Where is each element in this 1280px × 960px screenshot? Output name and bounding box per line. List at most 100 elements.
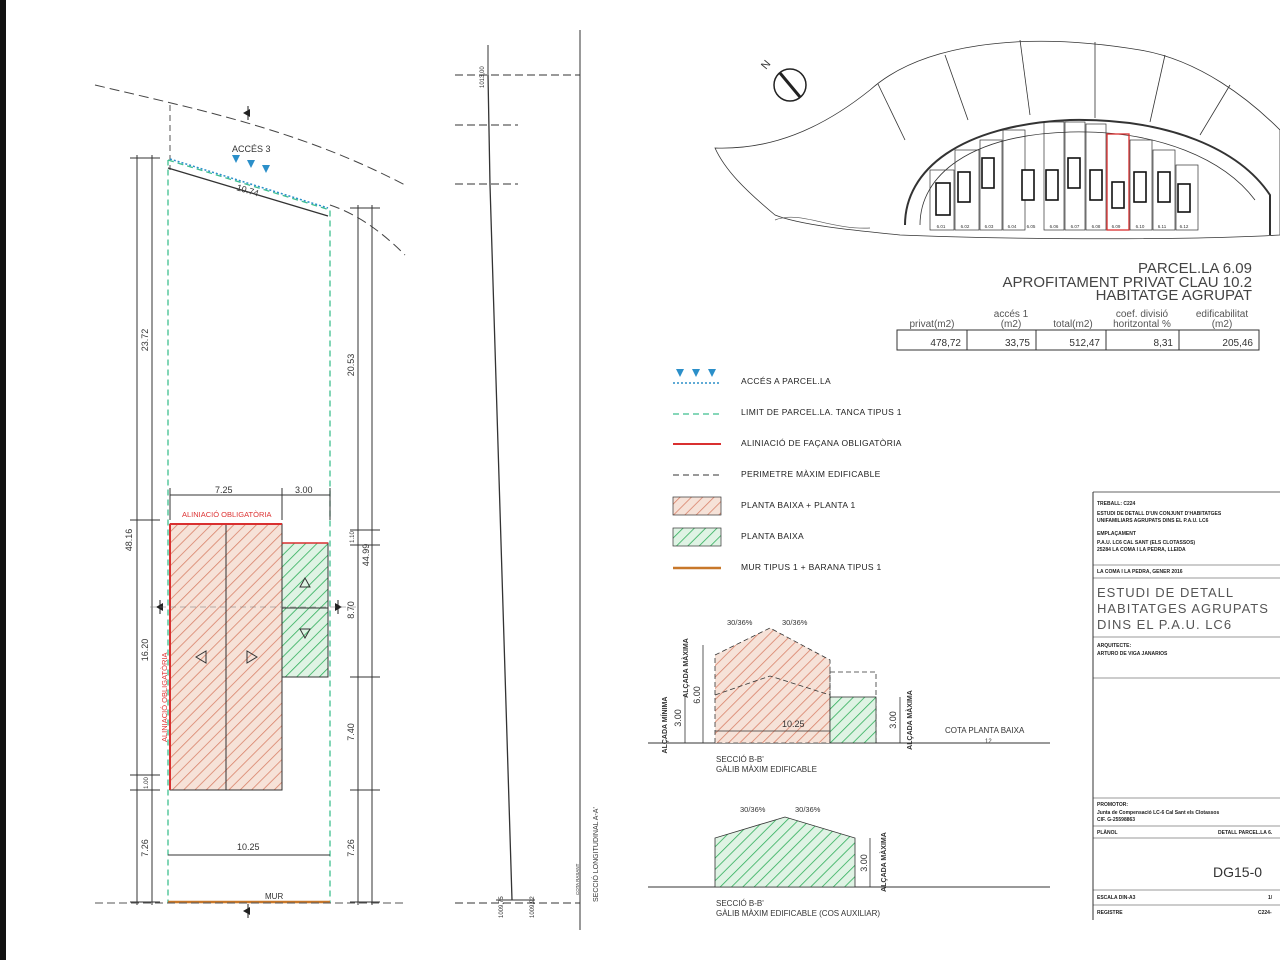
slope-arrow-icon — [299, 576, 311, 588]
tb-study-3: DINS EL P.A.U. LC6 — [1097, 617, 1232, 632]
table-header: accés 1 — [994, 309, 1029, 320]
table-header: horitzontal % — [1113, 319, 1171, 330]
tb-scale-label: ESCALA DIN-A3 — [1097, 895, 1136, 901]
left-edge-bar — [0, 0, 6, 960]
table-value: 205,46 — [1222, 338, 1253, 349]
building-ground-floor — [281, 542, 329, 678]
tb-site-label: EMPLAÇAMENT — [1097, 531, 1136, 537]
bb-title-1: SECCIÓ B-B' — [716, 755, 764, 764]
dim-w1: 7.25 — [215, 485, 233, 495]
table-header: (m2) — [1212, 319, 1233, 330]
side-note: COTA RASANT — [575, 863, 580, 895]
alignment-top-label: ALINIACIÓ OBLIGATÒRIA — [182, 510, 271, 519]
legend-label: MUR TIPUS 1 + BARANA TIPUS 1 — [741, 562, 882, 572]
tb-reg-val: C224- — [1258, 910, 1272, 916]
tb-work-label: TREBALL: C224 — [1097, 501, 1136, 507]
max-envelope — [714, 627, 831, 744]
tb-arch-label: ARQUITECTE: — [1097, 643, 1132, 649]
legend-label: PLANTA BAIXA + PLANTA 1 — [741, 500, 856, 510]
level-top: 1013,00 — [480, 66, 486, 88]
keymap-inner-ring — [904, 118, 1271, 235]
lot-label: 6.03 — [985, 224, 994, 229]
aux-height-max: ALÇADA MÀXIMA — [879, 832, 888, 892]
tb-code: DG15-0 — [1213, 864, 1262, 880]
dim-right-low: 7.40 — [346, 723, 356, 741]
tb-scale-val: 1/ — [1268, 895, 1273, 901]
bb-h300-right: 3.00 — [888, 711, 898, 729]
level-bottom-1: 1009,75 — [499, 896, 505, 918]
north-compass — [773, 68, 807, 102]
slope-arrow-icon — [195, 650, 207, 664]
parcel-table-headers: privat(m2)accés 1(m2)total(m2)coef. divi… — [909, 309, 1248, 330]
lot-label: 6.09 — [1112, 224, 1121, 229]
slope-arrow-icon — [299, 628, 311, 640]
table-value: 33,75 — [1005, 338, 1030, 349]
aux-title-2: GÀLIB MÀXIM EDIFICABLE (COS AUXILIAR) — [716, 909, 880, 918]
slope-arrow-icon — [246, 650, 258, 664]
lot-label: 6.02 — [961, 224, 970, 229]
table-header: privat(m2) — [909, 319, 954, 330]
table-header: edificabilitat — [1196, 309, 1248, 320]
aux-title-1: SECCIÓ B-B' — [716, 899, 764, 908]
parcel-title-3: HABITATGE AGRUPAT — [1096, 287, 1252, 304]
key-map: N — [714, 39, 1280, 240]
terrain-profile — [487, 74, 513, 901]
table-header: coef. divisió — [1116, 309, 1169, 320]
lot-label: 6.08 — [1092, 224, 1101, 229]
bb-width: 10.25 — [782, 719, 805, 729]
lot-label: 6.12 — [1180, 224, 1189, 229]
dim-right-bottom: 7.26 — [346, 839, 356, 857]
aux-roof-1: 30/36% — [740, 805, 766, 814]
aux-roof-2: 30/36% — [795, 805, 821, 814]
bb-h300-left: 3.00 — [673, 709, 683, 727]
lot-label: 6.10 — [1136, 224, 1145, 229]
dim-right-mid: 8.70 — [346, 601, 356, 619]
dim-left-mid: 16.20 — [140, 639, 150, 662]
dim-bottom-width: 10.25 — [237, 842, 260, 852]
table-value: 478,72 — [930, 338, 961, 349]
parcel-title-2: APROFITAMENT PRIVAT CLAU 10.2 — [1002, 274, 1252, 291]
wall-label: MUR — [265, 892, 283, 901]
legend-label: PERIMETRE MÀXIM EDIFICABLE — [741, 469, 881, 479]
bb-title-2: GÀLIB MÀXIM EDIFICABLE — [716, 765, 817, 774]
dim-left-top: 23.72 — [140, 329, 150, 352]
bb-ground-label: COTA PLANTA BAIXA — [945, 726, 1025, 735]
keymap-lots — [929, 121, 1199, 231]
dim-right-mid-total: 44.99 — [361, 544, 371, 567]
bb-height-max-right: ALÇADA MÀXIMA — [905, 690, 914, 750]
bb-height-min: ALÇADA MÍNIMA — [660, 697, 669, 754]
lot-label: 6.11 — [1158, 224, 1167, 229]
svg-text:N: N — [759, 58, 773, 72]
bb-roof-2: 30/36% — [782, 618, 808, 627]
bb-ground-sub: 12 — [985, 739, 992, 745]
dim-w2: 3.00 — [295, 485, 313, 495]
alignment-side-label: ALINIACIÓ OBLIGATÒRIA — [160, 653, 169, 742]
section-long-label: SECCIÓ LONGITUDINAL A-A' — [591, 807, 600, 902]
tb-site-l1: P.A.U. LC6 CAL SANT (ELS CLOTASSOS) — [1097, 540, 1195, 546]
tb-reg-label: REGISTRE — [1097, 910, 1123, 916]
lot-label: 6.06 — [1050, 224, 1059, 229]
tb-promo-label: PROMOTOR: — [1097, 802, 1128, 808]
highlighted-lot — [1106, 133, 1130, 231]
dim-left-bottom: 7.26 — [140, 839, 150, 857]
road-line — [94, 84, 406, 186]
aux-h300: 3.00 — [859, 854, 869, 872]
tb-site-l2: 25284 LA COMA I LA PEDRA, LLEIDA — [1097, 547, 1186, 553]
dim-right-small: 1.10 — [350, 531, 356, 543]
access-arrow — [247, 160, 255, 168]
access-arrow — [262, 165, 270, 173]
bb-height-max: ALÇADA MÀXIMA — [681, 638, 690, 698]
tb-work-l1: ESTUDI DE DETALL D'UN CONJUNT D'HABITATG… — [1097, 511, 1222, 517]
legend-label: PLANTA BAIXA — [741, 531, 804, 541]
section-bb-aux: 30/36% 30/36% 3.00 ALÇADA MÀXIMA SECCIÓ … — [648, 805, 1050, 918]
title-block: TREBALL: C224 ESTUDI DE DETALL D'UN CONJ… — [1092, 491, 1280, 920]
section-bb: 10.25 30/36% 30/36% ALÇADA MÀXIMA 6.00 A… — [648, 618, 1050, 774]
dim-front: 10.74 — [235, 182, 259, 198]
lot-label: 6.07 — [1071, 224, 1080, 229]
road-line-2 — [329, 204, 406, 256]
longitudinal-section: 1013,00 1009,75 1009,92 COTA RASANT SECC… — [455, 30, 600, 930]
